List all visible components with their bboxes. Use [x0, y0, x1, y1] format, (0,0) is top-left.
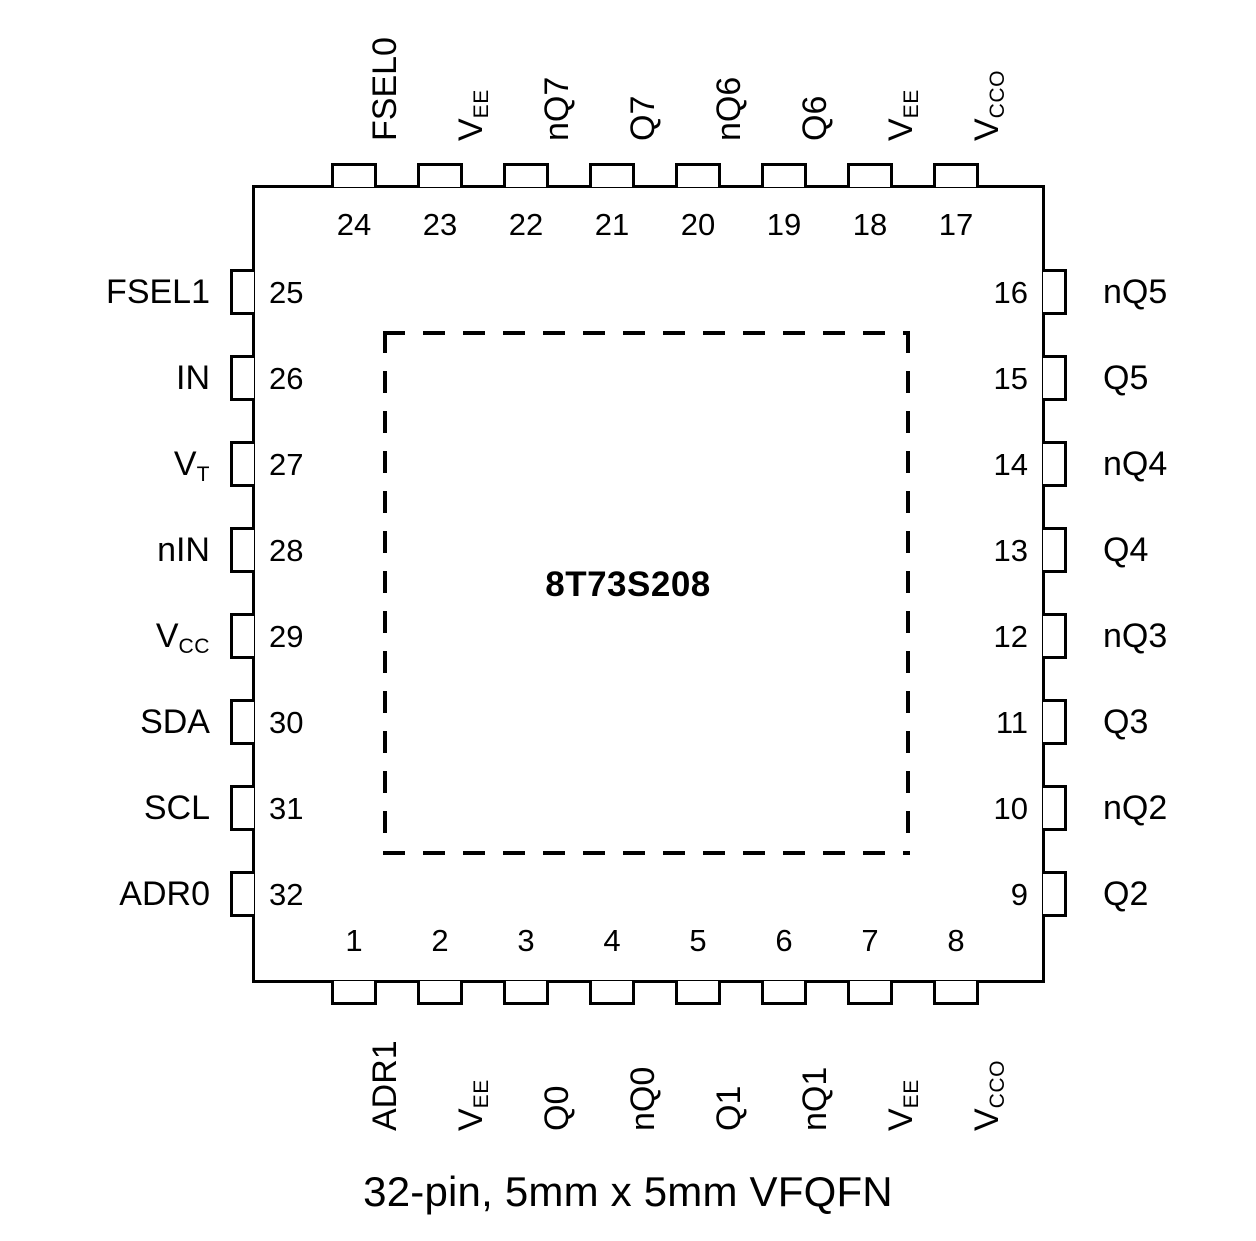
- pin-number-25: 25: [269, 275, 304, 310]
- pin-number-12: 12: [993, 619, 1028, 654]
- pin-label-10: nQ2: [1103, 789, 1168, 827]
- pin-label-25: FSEL1: [106, 273, 210, 311]
- pin-number-2: 2: [431, 923, 449, 958]
- pin-number-5: 5: [689, 923, 707, 958]
- part-number-label: 8T73S208: [545, 565, 711, 604]
- pin-number-22: 22: [508, 207, 544, 242]
- pin-label-32: ADR0: [119, 875, 210, 913]
- pin-tab-25[interactable]: [230, 269, 254, 315]
- pin-label-21: Q7: [624, 95, 662, 141]
- pin-label-8: VCCO: [968, 1059, 1009, 1131]
- pin-tab-19[interactable]: [761, 163, 807, 187]
- pin-label-5: Q1: [710, 1085, 748, 1131]
- pin-number-23: 23: [422, 207, 458, 242]
- pin-number-29: 29: [269, 619, 304, 654]
- pin-label-19: Q6: [796, 95, 834, 141]
- pin-number-26: 26: [269, 361, 304, 396]
- pin-tab-23[interactable]: [417, 163, 463, 187]
- pin-number-7: 7: [861, 923, 879, 958]
- pin-label-22: nQ7: [538, 76, 576, 141]
- pin-tab-3[interactable]: [503, 981, 549, 1005]
- pin-label-16: nQ5: [1103, 273, 1168, 311]
- pin-number-21: 21: [594, 207, 630, 242]
- pin-number-8: 8: [947, 923, 965, 958]
- pin-number-1: 1: [345, 923, 363, 958]
- pin-tab-15[interactable]: [1043, 355, 1067, 401]
- pin-tab-21[interactable]: [589, 163, 635, 187]
- pin-tab-12[interactable]: [1043, 613, 1067, 659]
- pin-label-23: VEE: [452, 89, 493, 141]
- pin-label-2: VEE: [452, 1079, 493, 1131]
- pin-label-7: VEE: [882, 1079, 923, 1131]
- pin-tab-27[interactable]: [230, 441, 254, 487]
- pin-label-9: Q2: [1103, 875, 1149, 913]
- pin-tab-26[interactable]: [230, 355, 254, 401]
- pin-label-12: nQ3: [1103, 617, 1168, 655]
- pin-label-6: nQ1: [796, 1066, 834, 1131]
- pin-tab-10[interactable]: [1043, 785, 1067, 831]
- pin-label-1: ADR1: [366, 1040, 404, 1131]
- pin-label-11: Q3: [1103, 703, 1149, 741]
- pin-number-18: 18: [852, 207, 888, 242]
- pin-tab-17[interactable]: [933, 163, 979, 187]
- pin-number-9: 9: [1010, 877, 1028, 912]
- pin-number-14: 14: [993, 447, 1028, 482]
- pin-number-11: 11: [995, 705, 1028, 740]
- pin-label-3: Q0: [538, 1085, 576, 1131]
- pin-number-31: 31: [269, 791, 304, 826]
- pin-number-19: 19: [766, 207, 802, 242]
- pin-label-17: VCCO: [968, 69, 1009, 141]
- pin-tab-11[interactable]: [1043, 699, 1067, 745]
- pin-label-13: Q4: [1103, 531, 1149, 569]
- pin-tab-30[interactable]: [230, 699, 254, 745]
- pin-tab-16[interactable]: [1043, 269, 1067, 315]
- pin-number-30: 30: [269, 705, 304, 740]
- pin-tab-31[interactable]: [230, 785, 254, 831]
- pin-label-24: FSEL0: [366, 37, 404, 141]
- pin-label-28: nIN: [157, 531, 210, 569]
- pin-label-29: VCC: [155, 617, 210, 658]
- pin-number-3: 3: [517, 923, 535, 958]
- pin-tab-5[interactable]: [675, 981, 721, 1005]
- pin-label-31: SCL: [143, 789, 210, 827]
- pin-tab-29[interactable]: [230, 613, 254, 659]
- pin-tab-20[interactable]: [675, 163, 721, 187]
- pin-number-24: 24: [336, 207, 372, 242]
- pin-tab-4[interactable]: [589, 981, 635, 1005]
- pin-tab-24[interactable]: [331, 163, 377, 187]
- package-caption: 32-pin, 5mm x 5mm VFQFN: [363, 1168, 893, 1215]
- pin-tab-18[interactable]: [847, 163, 893, 187]
- pin-tab-7[interactable]: [847, 981, 893, 1005]
- pin-number-32: 32: [269, 877, 304, 912]
- pin-number-17: 17: [938, 207, 974, 242]
- pin-label-18: VEE: [882, 89, 923, 141]
- pin-number-13: 13: [993, 533, 1028, 568]
- pin-tab-6[interactable]: [761, 981, 807, 1005]
- die-pad-dashed-outline: [383, 331, 910, 855]
- pin-number-10: 10: [993, 791, 1028, 826]
- pin-number-16: 16: [993, 275, 1028, 310]
- pin-tab-13[interactable]: [1043, 527, 1067, 573]
- pin-tab-22[interactable]: [503, 163, 549, 187]
- pin-number-27: 27: [269, 447, 304, 482]
- pin-label-14: nQ4: [1103, 445, 1168, 483]
- pin-tab-2[interactable]: [417, 981, 463, 1005]
- pin-tab-8[interactable]: [933, 981, 979, 1005]
- pin-label-20: nQ6: [710, 76, 748, 141]
- pin-number-28: 28: [269, 533, 304, 568]
- pin-tab-32[interactable]: [230, 871, 254, 917]
- pin-label-15: Q5: [1103, 359, 1149, 397]
- pin-label-4: nQ0: [624, 1066, 662, 1131]
- pin-label-26: IN: [176, 359, 210, 397]
- pin-tab-14[interactable]: [1043, 441, 1067, 487]
- pin-number-6: 6: [775, 923, 793, 958]
- pin-tab-9[interactable]: [1043, 871, 1067, 917]
- pin-number-15: 15: [993, 361, 1028, 396]
- pin-tab-28[interactable]: [230, 527, 254, 573]
- pin-label-30: SDA: [140, 703, 210, 741]
- pin-number-4: 4: [603, 923, 621, 958]
- pin-number-20: 20: [680, 207, 716, 242]
- pin-label-27: VT: [173, 445, 210, 486]
- pin-tab-1[interactable]: [331, 981, 377, 1005]
